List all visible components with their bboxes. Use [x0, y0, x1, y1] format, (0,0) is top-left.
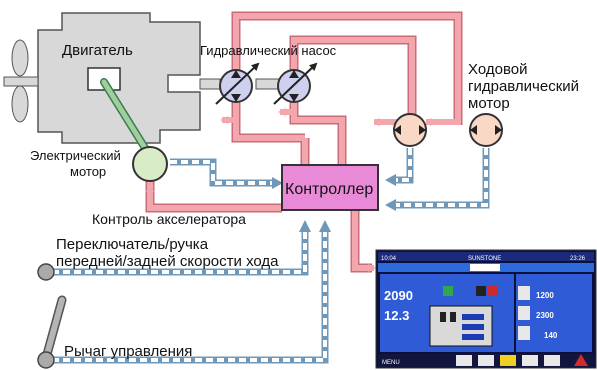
- travel-motor-2-signal-line: [396, 148, 488, 207]
- screen-big-value-2: 12.3: [384, 308, 409, 323]
- electric-motor-label-2: мотор: [70, 164, 106, 179]
- travel-motor-1: [393, 113, 427, 147]
- hydraulic-pump-label: Гидравлический насос: [200, 43, 337, 58]
- engine-label: Двигатель: [62, 42, 133, 59]
- screen-top-right: 23:26: [570, 256, 586, 262]
- electric-motor: [132, 146, 168, 182]
- arrowhead-from-motor-1: [385, 174, 396, 186]
- control-lever-icon: [37, 295, 67, 369]
- screen-big-value-1: 2090: [384, 288, 413, 303]
- screen-top-left: 10:04: [381, 256, 397, 262]
- display-screen: 10:04 SUNSTONE 23:26 2090 12.3 1200 2300…: [375, 249, 597, 369]
- arrowhead-switch: [299, 220, 311, 232]
- controller-to-screen-line: [352, 208, 372, 271]
- lever-signal-line: [52, 228, 327, 362]
- pump2-to-travel-motor-1-line: [291, 37, 415, 125]
- hydraulic-lines: [145, 11, 463, 273]
- engine: Двигатель: [3, 12, 281, 144]
- pump-shaft: [255, 78, 281, 90]
- controller: [281, 164, 379, 211]
- switch-label-2: передней/задней скорости хода: [56, 253, 279, 270]
- signal-lines: [52, 148, 490, 364]
- hydraulic-pump-2: [273, 62, 318, 105]
- screen-corner-label: MENU: [382, 360, 400, 366]
- switch-knob-icon: [37, 263, 55, 281]
- engine-shaft: [199, 78, 221, 90]
- warning-icon: [574, 354, 588, 366]
- switch-signal-line: [52, 228, 307, 274]
- switch-label-1: Переключатель/ручка: [56, 236, 209, 253]
- hydraulic-pump-1: [215, 62, 260, 105]
- controller-label: Контроллер: [285, 181, 373, 198]
- accelerator-control-label: Контроль акселератора: [92, 211, 246, 227]
- arrowhead-from-motor-2: [385, 199, 396, 211]
- travel-motor-label-1: Ходовой: [468, 61, 527, 78]
- screen-right-value-3: 140: [544, 331, 558, 340]
- travel-motor-label-2: гидравлический: [468, 78, 579, 95]
- electric-motor-label-1: Электрический: [30, 148, 121, 163]
- travel-motor-label-3: мотор: [468, 95, 510, 112]
- arrowhead-to-controller-left: [272, 177, 283, 189]
- control-lever-label: Рычаг управления: [64, 343, 192, 360]
- electric-motor-signal-line: [170, 160, 274, 185]
- screen-title: SUNSTONE: [468, 256, 501, 262]
- travel-motor-2: [469, 113, 503, 147]
- screen-right-value-2: 2300: [536, 311, 554, 320]
- pump1-to-travel-motor-2-line: [233, 13, 461, 125]
- arrowhead-lever: [319, 220, 331, 232]
- propeller-icon: [3, 39, 39, 123]
- pump1-return-line: [233, 100, 305, 141]
- screen-right-value-1: 1200: [536, 291, 554, 300]
